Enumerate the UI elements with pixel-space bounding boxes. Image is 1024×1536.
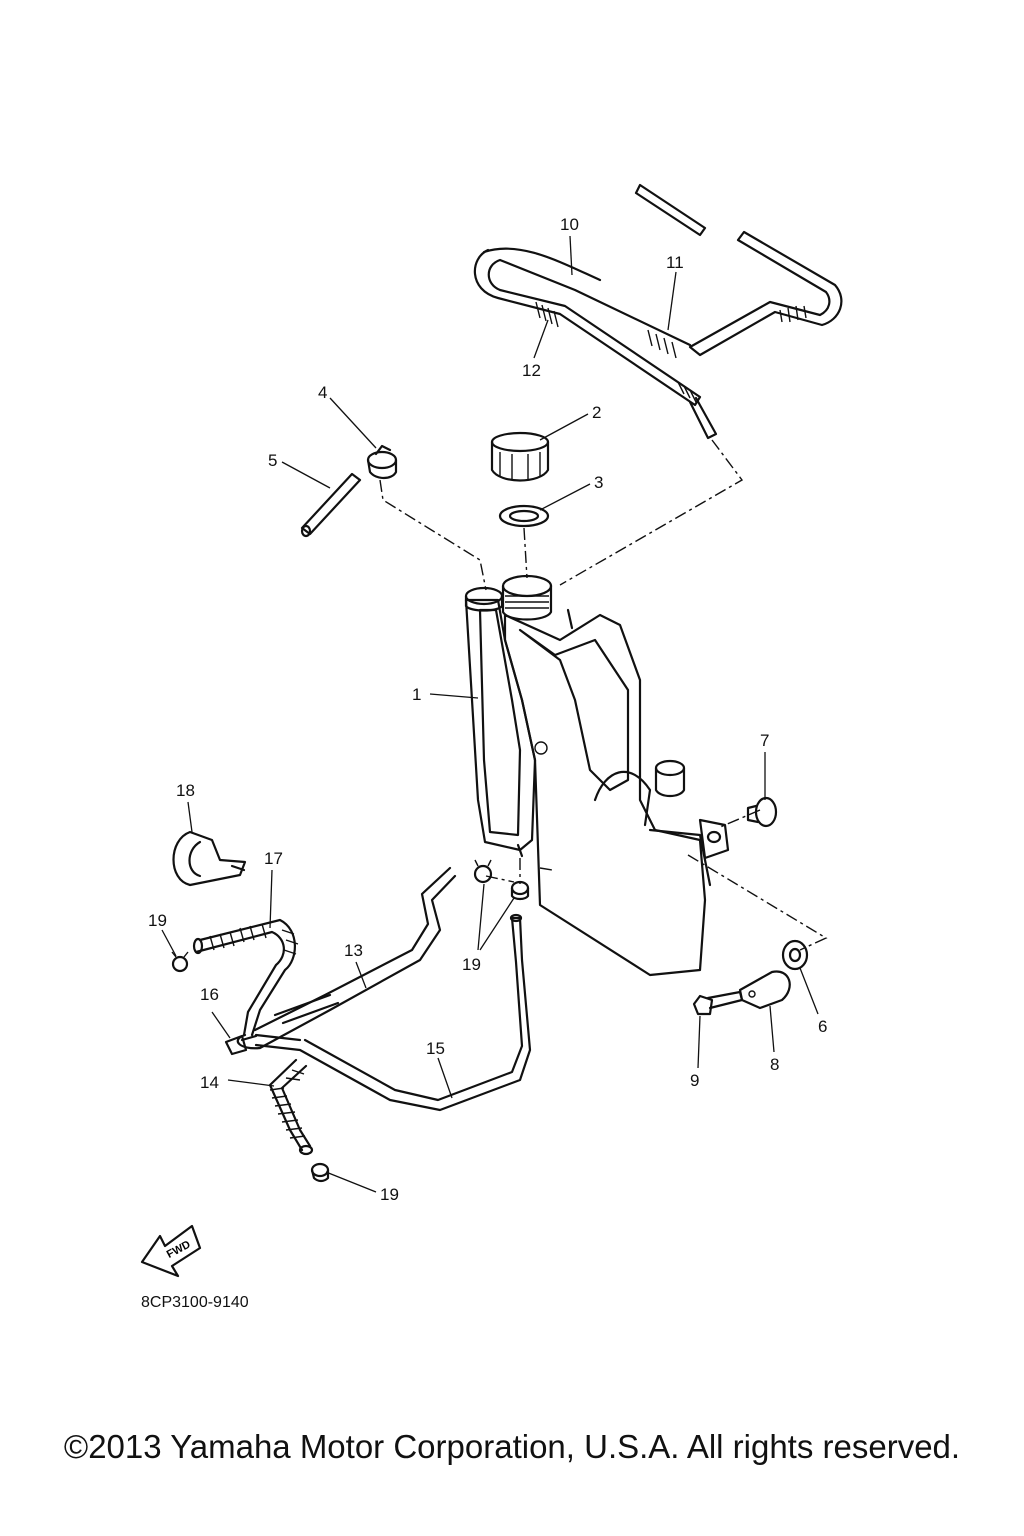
breather-hose-assembly[interactable] (473, 183, 843, 440)
callout-18: 18 (176, 781, 195, 800)
leader-lines (161, 235, 819, 1193)
breather-pipe[interactable] (300, 472, 362, 538)
grommet-6[interactable] (781, 939, 809, 971)
callout-numbers: 1 2 3 4 5 6 7 8 9 10 11 12 13 14 15 16 1… (148, 215, 827, 1204)
callout-17: 17 (264, 849, 283, 868)
callout-4: 4 (318, 383, 327, 402)
forward-arrow-icon: FWD (140, 1224, 202, 1278)
callout-1: 1 (412, 685, 421, 704)
callout-15: 15 (426, 1039, 445, 1058)
hose-clip-19c[interactable] (510, 880, 530, 901)
callout-19-bottom: 19 (380, 1185, 399, 1204)
hose-clip-19a[interactable] (171, 951, 189, 973)
grommet-7[interactable] (746, 796, 778, 828)
assembly-lines (379, 439, 828, 951)
callout-8: 8 (770, 1055, 779, 1074)
cap-gasket[interactable] (498, 504, 550, 528)
clamp-18[interactable] (172, 830, 247, 887)
hose-13-15[interactable] (236, 866, 532, 1112)
callout-14: 14 (200, 1073, 219, 1092)
hose-clip-19b[interactable] (473, 859, 493, 884)
tank-cap[interactable] (490, 431, 550, 482)
callout-11: 11 (666, 253, 684, 272)
callout-3: 3 (594, 473, 603, 492)
callout-6: 6 (818, 1017, 827, 1036)
diagram-code: 8CP3100-9140 (141, 1294, 249, 1311)
callout-13: 13 (344, 941, 363, 960)
callout-7: 7 (760, 731, 769, 750)
callout-19-left: 19 (148, 911, 167, 930)
breather-fitting[interactable] (366, 444, 398, 480)
copyright-notice: ©2013 Yamaha Motor Corporation, U.S.A. A… (63, 1428, 961, 1465)
hose-14[interactable] (268, 1058, 314, 1156)
oil-tank[interactable] (464, 574, 730, 977)
bolt-9[interactable] (692, 990, 744, 1016)
callout-9: 9 (690, 1071, 699, 1090)
callout-19-center: 19 (462, 955, 481, 974)
hose-clip-19d[interactable] (310, 1162, 330, 1183)
callout-16: 16 (200, 985, 219, 1004)
callout-10: 10 (560, 215, 579, 234)
hose-17[interactable] (192, 918, 299, 1037)
plug-16[interactable] (224, 1034, 258, 1056)
callout-5: 5 (268, 451, 277, 470)
callout-12: 12 (522, 361, 541, 380)
callout-2: 2 (592, 403, 601, 422)
clamp-8[interactable] (738, 970, 791, 1010)
